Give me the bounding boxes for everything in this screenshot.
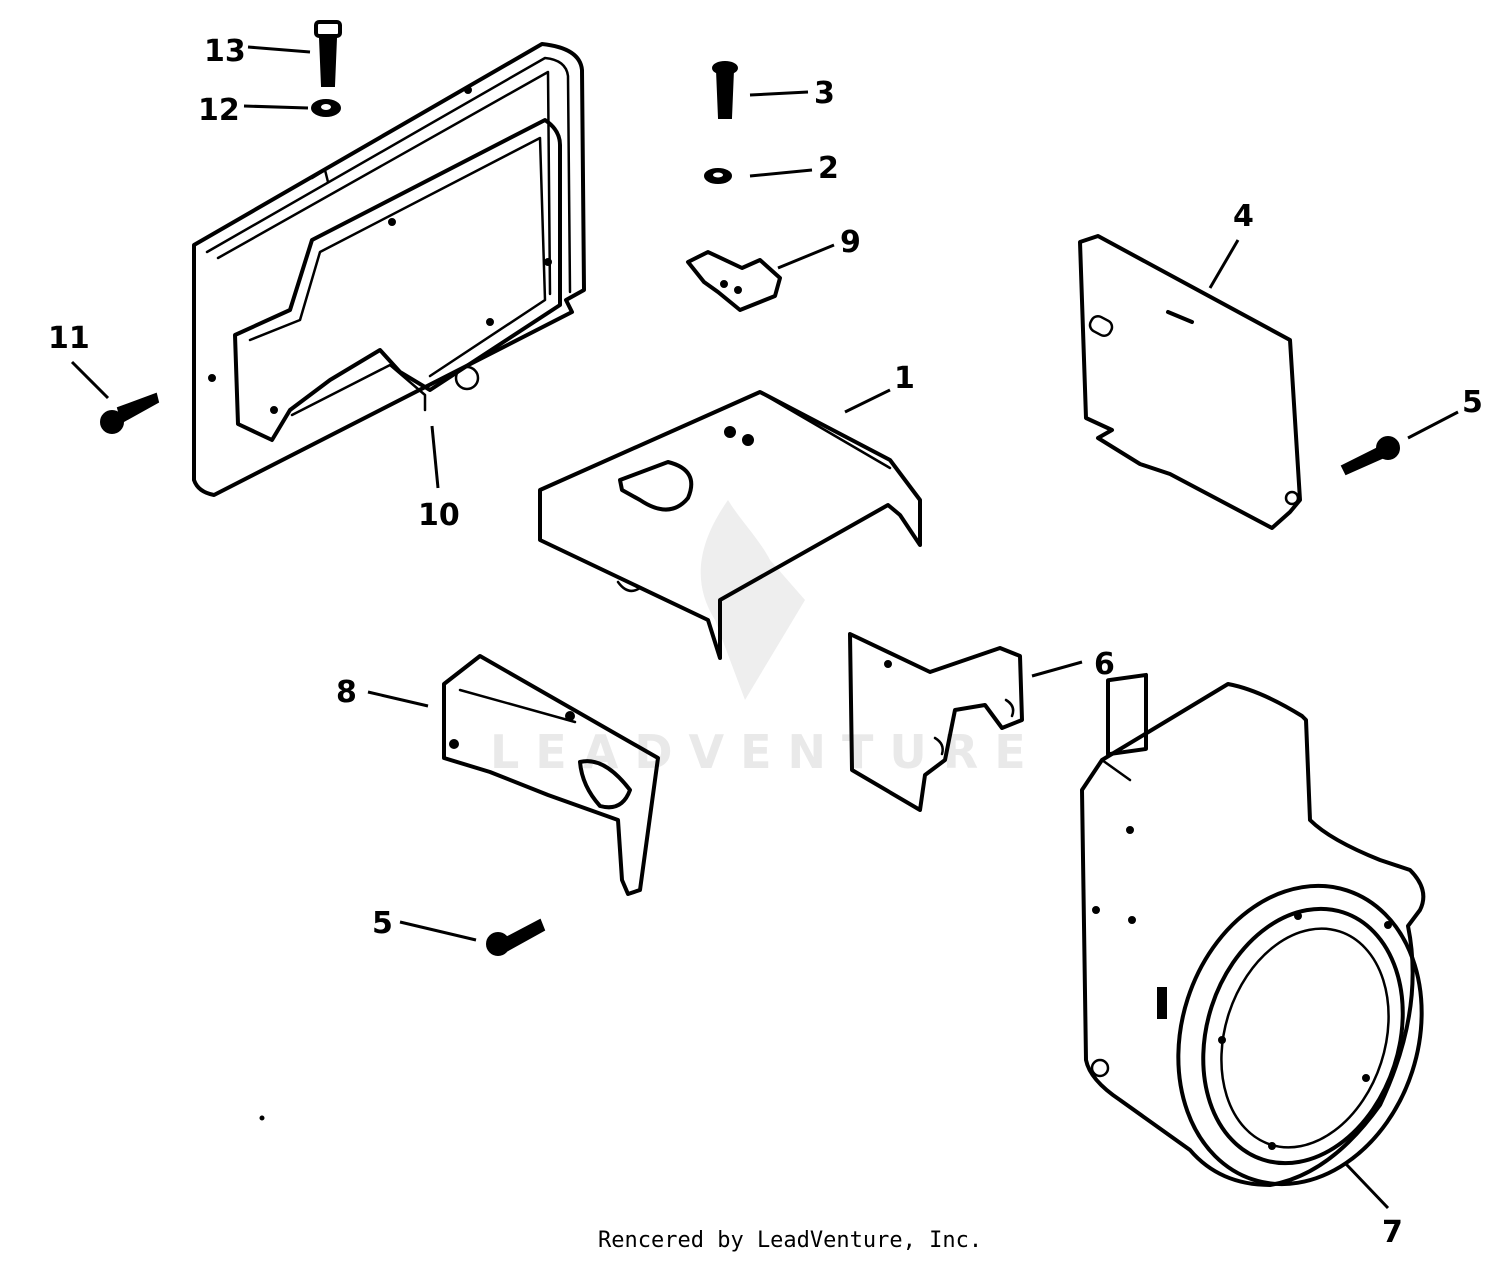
callout-numbers: 13 12 11 10 3 2 9 1 4 5 6 8 5 7 (48, 34, 1483, 1250)
part-3-screw (712, 61, 738, 119)
callout-13: 13 (204, 34, 246, 69)
part-1-cover (538, 390, 922, 660)
leader-4 (1208, 239, 1240, 289)
leader-6 (1031, 660, 1083, 678)
leader-5-left (399, 920, 477, 942)
callout-4: 4 (1233, 199, 1254, 234)
part-4-side-plate (1078, 234, 1302, 530)
leader-2 (749, 168, 813, 178)
part-5-screw-right (1340, 436, 1400, 476)
callout-5-right: 5 (1462, 385, 1483, 420)
callout-9: 9 (840, 225, 861, 260)
part-12-washer (311, 99, 341, 117)
callout-10: 10 (418, 498, 460, 533)
leader-8 (367, 690, 429, 708)
leader-1 (844, 388, 891, 414)
watermark: LEADVENTURE (490, 500, 1042, 779)
callout-2: 2 (818, 151, 839, 186)
leader-lines (70, 45, 1459, 1210)
speck (259, 1115, 265, 1121)
leader-12 (243, 104, 309, 110)
part-13-bolt (314, 20, 342, 87)
render-credit: Rencered by LeadVenture, Inc. (598, 1228, 982, 1253)
leader-9 (777, 243, 835, 270)
watermark-text: LEADVENTURE (490, 725, 1042, 779)
callout-7: 7 (1382, 1215, 1403, 1250)
leader-13 (247, 45, 311, 54)
leader-5-right (1407, 410, 1459, 440)
part-5-screw-left (486, 918, 546, 956)
part-8-baffle (442, 654, 660, 896)
part-10-base-plate (192, 42, 586, 497)
callout-12: 12 (198, 93, 240, 128)
callout-3: 3 (814, 76, 835, 111)
leader-10 (430, 425, 440, 489)
part-2-washer (704, 168, 732, 184)
part-11-screw (100, 392, 160, 434)
callout-8: 8 (336, 675, 357, 710)
part-9-bracket (686, 250, 782, 312)
callout-1: 1 (894, 361, 915, 396)
leader-7 (1344, 1162, 1390, 1210)
callout-11: 11 (48, 321, 90, 356)
callout-5-left: 5 (372, 906, 393, 941)
callout-6: 6 (1094, 647, 1115, 682)
leader-11 (70, 360, 110, 400)
part-6-bracket (848, 632, 1024, 812)
leader-3 (749, 90, 809, 97)
part-7-blower-housing (1080, 672, 1426, 1187)
